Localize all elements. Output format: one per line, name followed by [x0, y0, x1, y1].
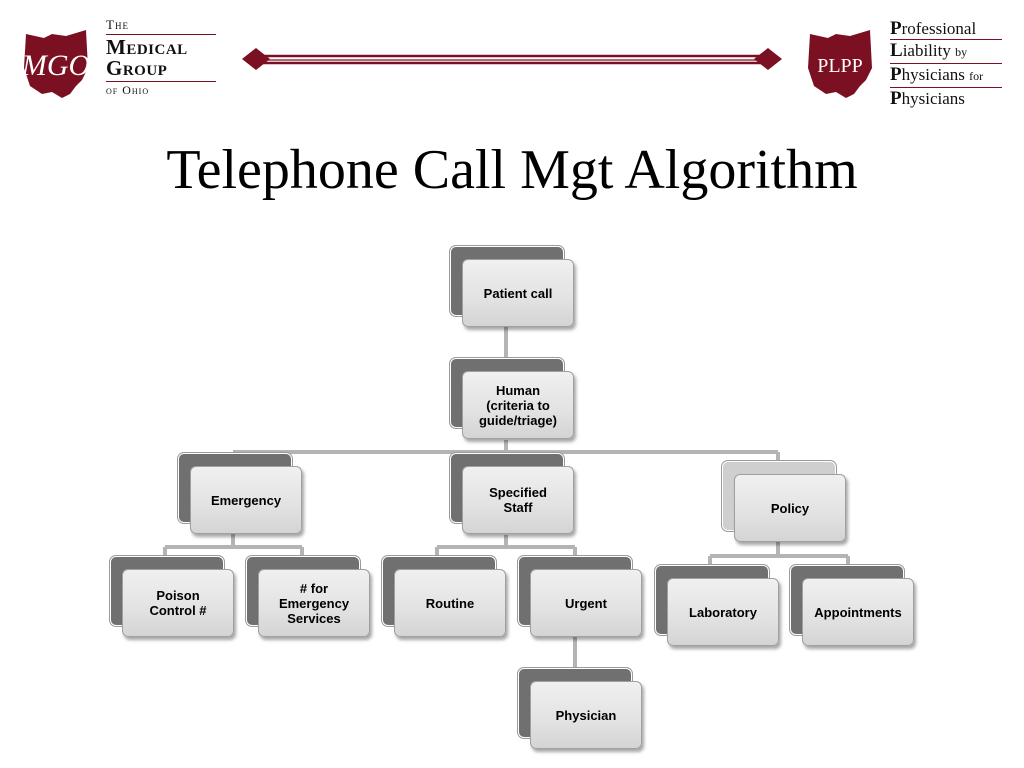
node-specified-staff: Specified Staff: [450, 453, 576, 537]
node-urgent-label: Urgent: [530, 569, 642, 637]
logo-of-ohio: of Ohio: [106, 83, 150, 97]
logo-rule: [106, 34, 216, 35]
node-physician: Physician: [518, 668, 644, 752]
page-title: Telephone Call Mgt Algorithm: [166, 139, 858, 201]
logo-the: The: [106, 17, 129, 32]
node-human-label: Human (criteria to guide/triage): [462, 371, 574, 439]
node-emergency-services: # for Emergency Services: [246, 556, 372, 640]
plpp-emblem-text: PLPP: [817, 55, 863, 77]
node-emergency-label: Emergency: [190, 466, 302, 534]
node-patient-call-label: Patient call: [462, 259, 574, 327]
node-laboratory-label: Laboratory: [667, 578, 779, 646]
node-urgent: Urgent: [518, 556, 644, 640]
medical-group-wordmark: The Medical Group of Ohio: [106, 18, 216, 97]
node-appointments-label: Appointments: [802, 578, 914, 646]
plpp-logo: PLPP Professional Liability by Physician…: [806, 18, 1006, 118]
ohio-state-plpp-emblem-icon: PLPP: [808, 30, 872, 98]
plpp-line-liability: Liability by: [890, 40, 1002, 64]
medical-group-of-ohio-logo: MGO The Medical Group of Ohio: [22, 18, 222, 108]
node-laboratory: Laboratory: [655, 565, 781, 649]
plpp-line-physicians: Physicians: [890, 88, 965, 109]
node-routine: Routine: [382, 556, 508, 640]
mgo-emblem-text: MGO: [22, 49, 90, 82]
node-human: Human (criteria to guide/triage): [450, 358, 576, 442]
divider-right-diamond-icon: [754, 48, 782, 70]
node-policy: Policy: [722, 461, 848, 545]
divider-left-diamond-icon: [242, 48, 270, 70]
plpp-line-physicians-for: Physicians for: [890, 64, 1002, 88]
logo-medical: Medical: [106, 35, 188, 59]
node-poison-control: Poison Control #: [110, 556, 236, 640]
header-divider: [242, 48, 782, 70]
node-emergency-services-label: # for Emergency Services: [258, 569, 370, 637]
node-emergency: Emergency: [178, 453, 304, 537]
node-policy-label: Policy: [734, 474, 846, 542]
node-routine-label: Routine: [394, 569, 506, 637]
logo-rule: [106, 81, 216, 82]
ohio-state-emblem-icon: MGO: [22, 30, 90, 98]
node-poison-control-label: Poison Control #: [122, 569, 234, 637]
node-patient-call: Patient call: [450, 246, 576, 330]
logo-group: Group: [106, 56, 168, 80]
node-physician-label: Physician: [530, 681, 642, 749]
plpp-line-professional: Professional: [890, 18, 1002, 40]
plpp-wordmark: Professional Liability by Physicians for…: [890, 18, 1002, 109]
node-appointments: Appointments: [790, 565, 916, 649]
node-specified-staff-label: Specified Staff: [462, 466, 574, 534]
